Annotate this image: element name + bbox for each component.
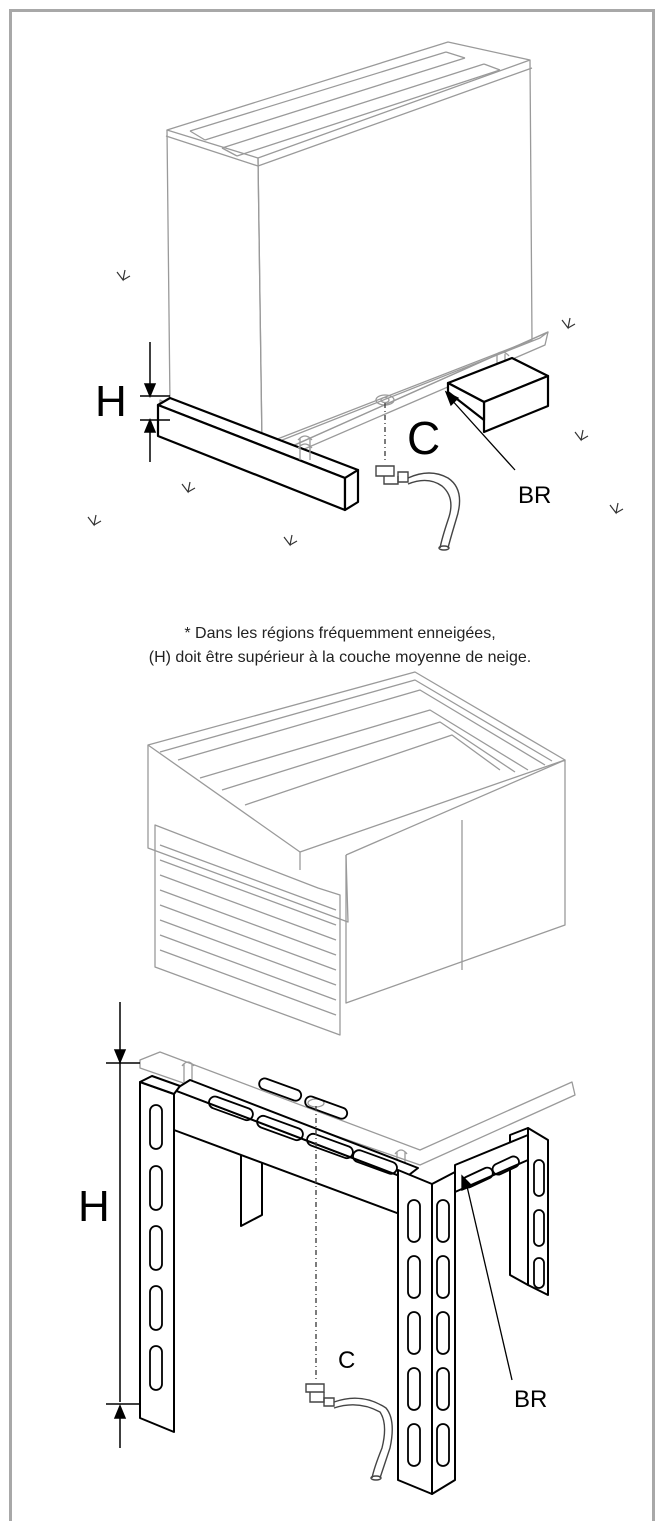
unit-feet xyxy=(297,443,313,460)
bracket-leader-line-stand xyxy=(461,1174,513,1381)
height-label-stand: H xyxy=(78,1182,110,1231)
drain-bracket-label-stand: BR xyxy=(514,1386,548,1413)
bracket-leader-line xyxy=(444,390,516,471)
height-dimension-arrows-stand xyxy=(106,1002,140,1448)
grass-tuft-icon xyxy=(87,269,624,547)
metal-stand xyxy=(139,1075,549,1495)
wooden-block-left xyxy=(156,396,360,512)
drain-bracket-label: BR xyxy=(518,482,552,509)
drain-connector-label-stand: C xyxy=(338,1347,356,1374)
snow-note-line-1: * Dans les régions fréquemment enneigées… xyxy=(184,625,496,642)
height-dimension-arrows xyxy=(140,342,170,462)
page-frame xyxy=(9,9,655,1521)
drain-connector-and-hose xyxy=(375,403,461,551)
snow-note-line-2: (H) doit être supérieur à la couche moye… xyxy=(148,649,532,666)
wooden-block-right xyxy=(446,356,550,434)
drain-connector-label: C xyxy=(407,412,441,464)
height-label: H xyxy=(95,377,127,426)
drain-connector-and-hose-stand xyxy=(305,1106,393,1481)
